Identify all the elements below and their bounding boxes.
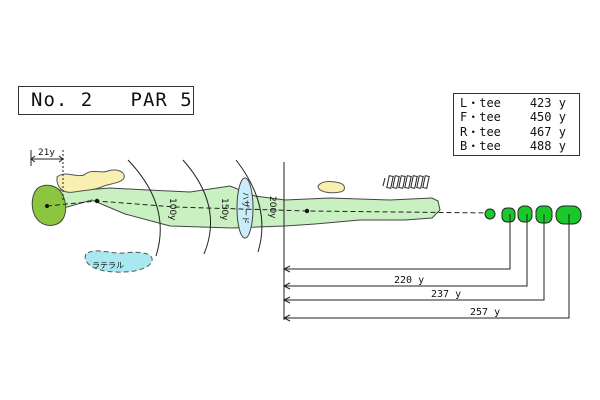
- tee-yardage: 450 y: [529, 110, 566, 125]
- tee-name: L・tee: [460, 96, 501, 110]
- tee-row-b: B・tee 488 y: [460, 139, 579, 153]
- tee-name: B・tee: [460, 139, 501, 154]
- tee-row-f: F・tee 450 y: [460, 110, 579, 124]
- arc-100-yard: [127, 159, 161, 257]
- distance-150-label: 150y: [219, 198, 229, 221]
- tee-distance-label-257: 257 y: [470, 307, 500, 318]
- hole-center-line: [46, 200, 491, 214]
- tee-yardage: 467 y: [529, 124, 566, 139]
- hole-title-box: No. 2 PAR 5: [18, 86, 194, 115]
- lateral-hazard-label: ラテラル: [92, 261, 124, 270]
- hole-par: PAR 5: [130, 89, 193, 111]
- tee-name: F・tee: [460, 110, 501, 125]
- tee-box-front: [484, 208, 496, 220]
- layup-marker: [94, 198, 100, 204]
- arc-150-yard: [182, 159, 211, 255]
- distance-200-label: 200y: [267, 196, 277, 219]
- distance-100-label: 100y: [167, 198, 177, 221]
- tee-box-regular: [517, 205, 533, 223]
- tree-line-marks: [382, 175, 430, 189]
- fairway-bunker: [317, 180, 345, 194]
- tee-yardage: 488 y: [529, 139, 566, 154]
- tee-yardage: 423 y: [529, 96, 566, 110]
- arc-200-yard: [235, 159, 263, 253]
- tee-row-r: R・tee 467 y: [460, 125, 579, 139]
- tee-row-l: L・tee 423 y: [460, 96, 579, 110]
- lateral-hazard: [84, 250, 153, 273]
- green-pin-marker: [45, 204, 49, 208]
- layup-marker: [304, 208, 310, 214]
- tee-box-ladies: [501, 207, 516, 223]
- greenside-bunker: [56, 169, 125, 193]
- hole-number: No. 2: [31, 89, 94, 111]
- tee-distance-lines: [282, 214, 570, 322]
- tee-name: R・tee: [460, 124, 501, 139]
- tee-distance-label-237: 237 y: [431, 289, 461, 300]
- tee-yardage-box: L・tee 423 y F・tee 450 y R・tee 467 y B・te…: [453, 93, 580, 156]
- green-offset-label: 21y: [38, 148, 55, 158]
- green-offset-dimension: [30, 150, 64, 200]
- tee-distance-label-220: 220 y: [394, 275, 424, 286]
- water-hazard-label: ハザード: [241, 192, 250, 224]
- water-hazard: [236, 177, 254, 239]
